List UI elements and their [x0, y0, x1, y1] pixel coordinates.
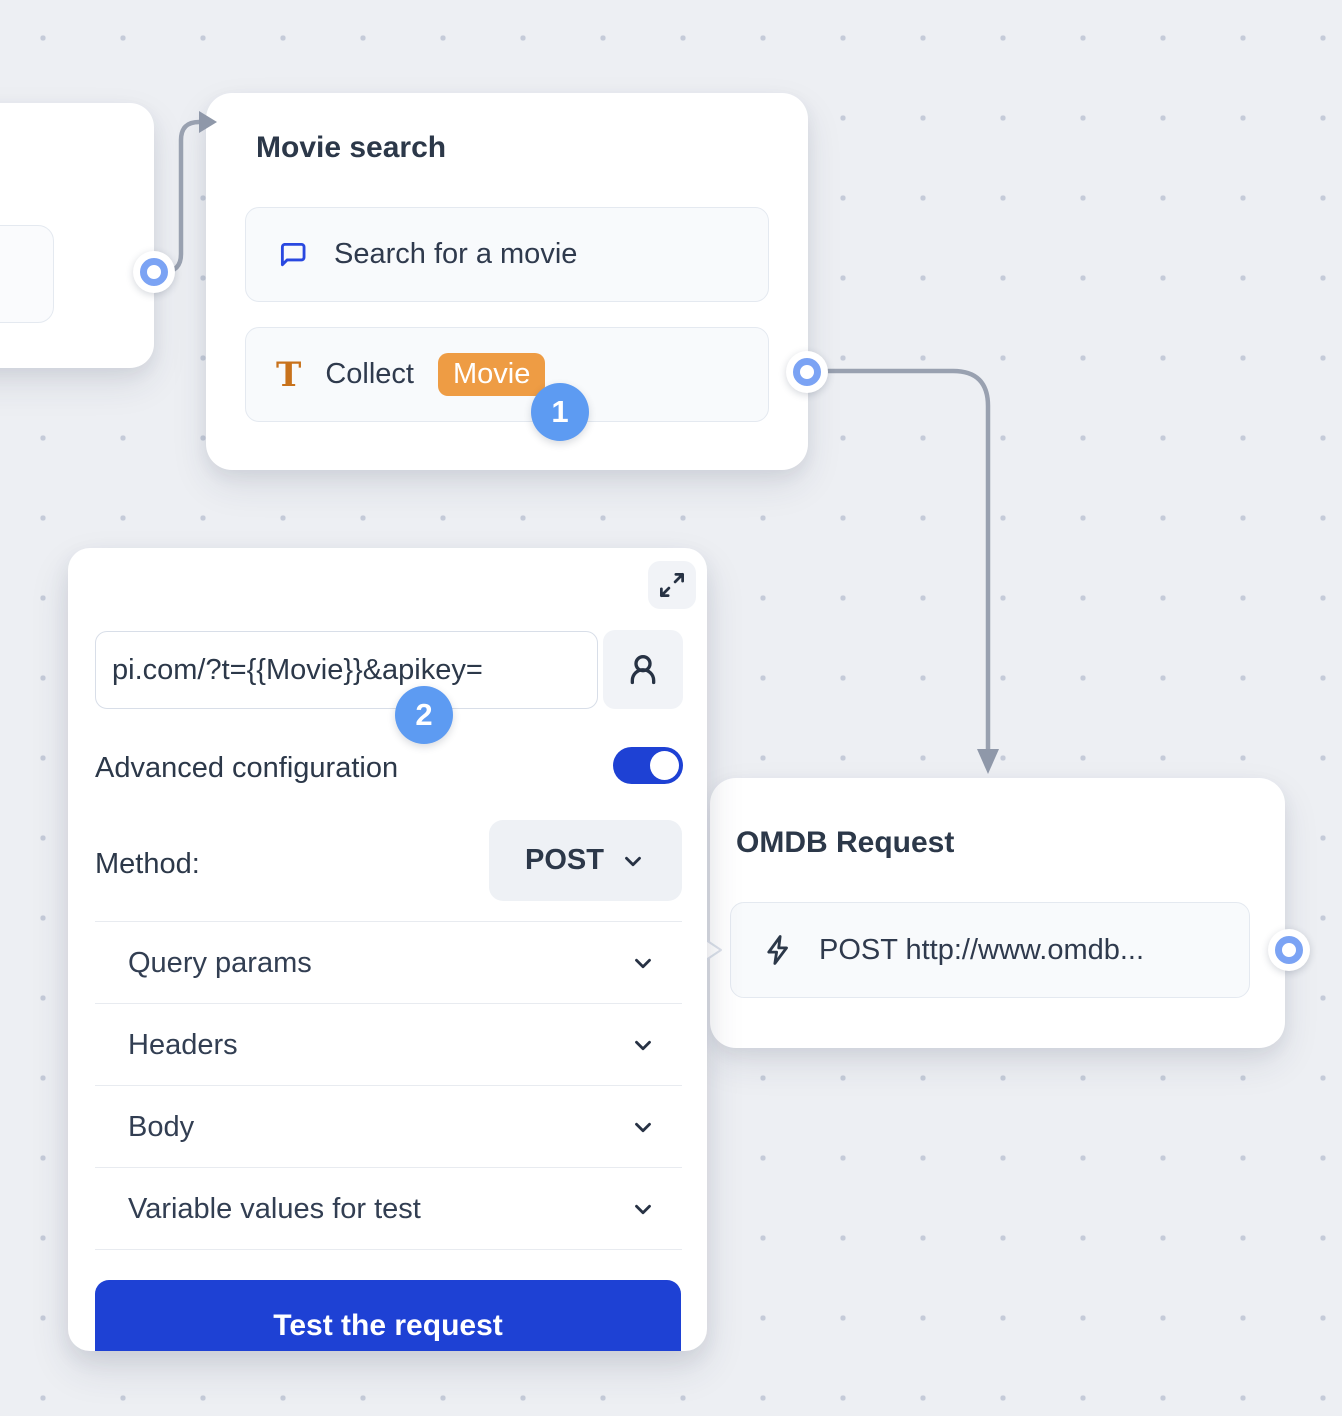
method-label: Method:	[95, 848, 200, 880]
node-row-collect-movie[interactable]: T Collect Movie	[245, 327, 769, 422]
divider	[95, 921, 682, 922]
edge-movie-to-omdb	[823, 368, 991, 753]
variable-badge-movie[interactable]: Movie	[437, 353, 546, 396]
step-marker-1: 1	[531, 383, 589, 441]
method-dropdown[interactable]: POST	[489, 820, 682, 901]
method-value: POST	[525, 844, 604, 876]
node-title: OMDB Request	[736, 826, 955, 859]
row-label: Collect	[325, 358, 414, 390]
node-row-stub[interactable]	[0, 225, 54, 323]
divider	[95, 1085, 682, 1086]
arrowhead-down-icon	[977, 749, 999, 774]
chat-bubble-icon	[276, 238, 310, 272]
port-omdb-output[interactable]	[1268, 929, 1310, 971]
person-icon	[630, 654, 656, 684]
port-ring	[1275, 936, 1303, 964]
chevron-down-icon	[625, 856, 641, 866]
expand-icon	[660, 573, 684, 597]
chevron-down-icon	[635, 1204, 651, 1215]
variables-button[interactable]	[603, 630, 683, 709]
test-request-button[interactable]: Test the request	[95, 1280, 681, 1351]
row-label: Search for a movie	[334, 238, 578, 270]
divider	[95, 1249, 682, 1250]
node-title: Movie search	[256, 131, 447, 164]
node-card-partial[interactable]	[0, 103, 154, 368]
divider	[95, 1167, 682, 1168]
advanced-configuration-label: Advanced configuration	[95, 752, 399, 784]
step-marker-2: 2	[395, 686, 453, 744]
advanced-configuration-toggle[interactable]	[613, 747, 683, 784]
toggle-knob	[650, 751, 679, 780]
row-label: POST http://www.omdb...	[819, 933, 1145, 966]
node-row-search-for-movie[interactable]: Search for a movie	[245, 207, 769, 302]
divider	[95, 1003, 682, 1004]
chevron-down-icon	[635, 958, 651, 969]
chevron-down-icon	[635, 1040, 651, 1051]
text-input-icon: T	[276, 354, 302, 395]
url-input[interactable]	[95, 631, 598, 709]
section-label: Headers	[128, 1028, 238, 1061]
node-card-omdb-request[interactable]: OMDB Request POST http://www.omdb...	[710, 778, 1285, 1048]
lightning-icon	[761, 933, 795, 967]
section-body[interactable]: Body	[95, 1086, 682, 1168]
chevron-down-icon	[635, 1122, 651, 1133]
port-movie-output[interactable]	[786, 351, 828, 393]
port-ring	[793, 358, 821, 386]
section-headers[interactable]: Headers	[95, 1004, 682, 1086]
port-left-card-output[interactable]	[133, 251, 175, 293]
section-label: Body	[128, 1110, 195, 1143]
request-config-panel[interactable]: Advanced configuration Method: POST Quer…	[68, 548, 707, 1351]
expand-button[interactable]	[648, 561, 696, 609]
section-label: Query params	[128, 946, 312, 979]
node-row-post-request[interactable]: POST http://www.omdb...	[730, 902, 1250, 998]
edge-left-to-movie	[157, 119, 204, 275]
node-card-movie-search[interactable]: Movie search Search for a movie T Collec…	[206, 93, 808, 470]
section-variable-values[interactable]: Variable values for test	[95, 1168, 682, 1250]
port-ring	[140, 258, 168, 286]
section-query-params[interactable]: Query params	[95, 922, 682, 1004]
section-label: Variable values for test	[128, 1192, 421, 1225]
